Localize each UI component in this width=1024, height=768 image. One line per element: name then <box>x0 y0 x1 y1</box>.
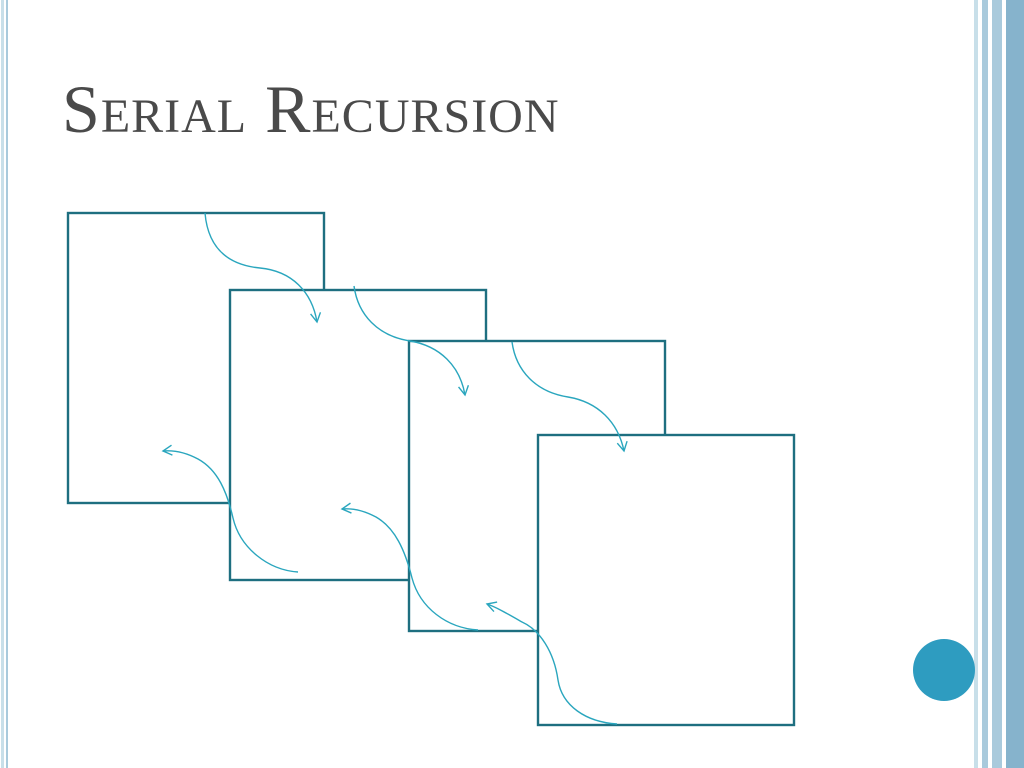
call-arrow-1 <box>204 212 322 324</box>
left-border-decoration <box>0 0 12 768</box>
frame-4 <box>536 433 796 727</box>
right-border-decoration <box>974 0 1024 768</box>
return-arrow-1 <box>485 601 618 725</box>
call-arrow-3 <box>511 341 628 453</box>
decorative-circle <box>913 639 975 701</box>
call-arrow-2 <box>353 285 470 397</box>
return-arrow-3 <box>161 444 299 573</box>
return-arrow-2 <box>340 502 479 631</box>
slide-title: Serial Recursion <box>62 71 560 147</box>
